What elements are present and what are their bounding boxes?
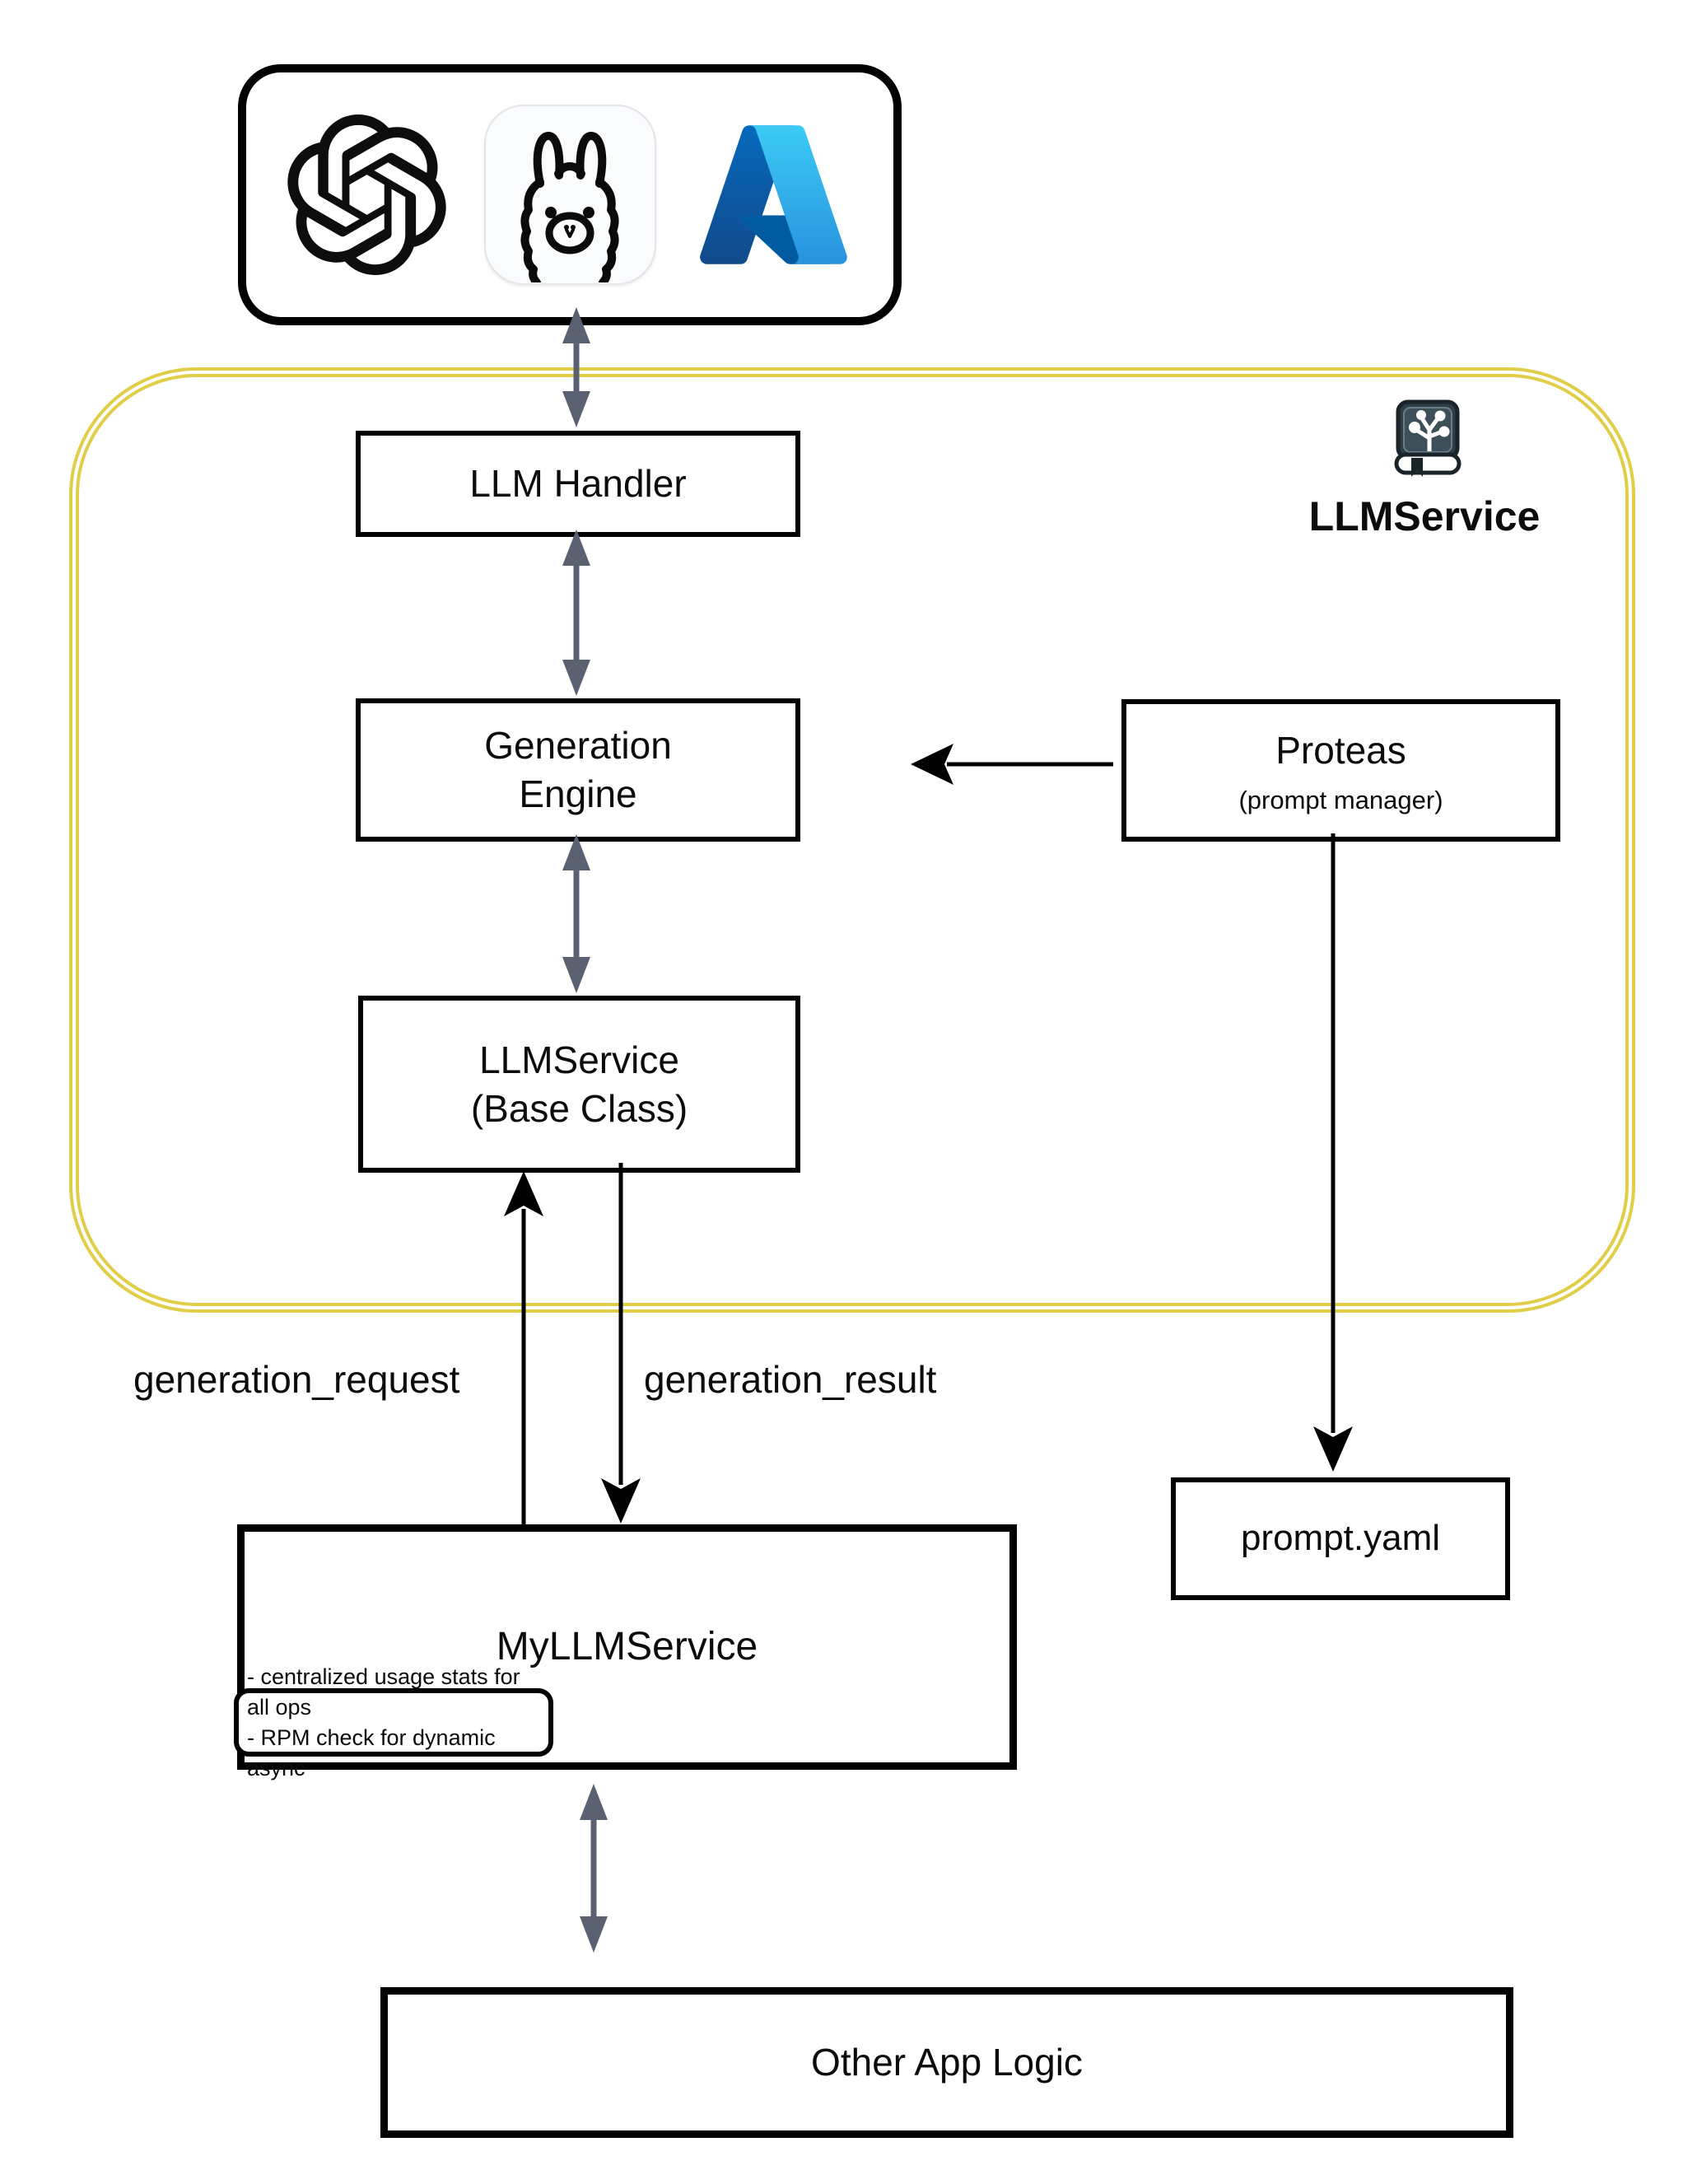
- prompt-yaml-box: prompt.yaml: [1171, 1477, 1510, 1600]
- llmservice-group-label: LLMService: [1308, 493, 1541, 539]
- ollama-logo-icon: [483, 105, 656, 285]
- generation-engine-label-line2: Engine: [519, 772, 637, 815]
- prompt-yaml-label: prompt.yaml: [1240, 1518, 1441, 1559]
- generation-engine-label-line1: Generation: [484, 724, 672, 768]
- llm-handler-box: LLM Handler: [356, 431, 800, 537]
- generation-request-label: generation_request: [133, 1358, 460, 1401]
- generation-result-label: generation_result: [644, 1358, 937, 1401]
- azure-logo-icon: [699, 125, 847, 264]
- llm-providers-box: [238, 64, 902, 325]
- myllmservice-note: - centralized usage stats for all ops - …: [234, 1664, 553, 1780]
- myllmservice-note-line1: - centralized usage stats for all ops: [247, 1664, 520, 1720]
- other-app-logic-box: Other App Logic: [380, 1987, 1513, 2138]
- llm-handler-label: LLM Handler: [469, 462, 687, 506]
- openai-logo-icon: [287, 114, 446, 275]
- llmservice-base-label-line2: (Base Class): [470, 1086, 688, 1130]
- other-app-logic-label: Other App Logic: [811, 2041, 1083, 2084]
- proteas-box: Proteas (prompt manager): [1121, 699, 1560, 842]
- llmservice-base-box: LLMService (Base Class): [358, 996, 800, 1173]
- arrow-myllmservice-other-app-logic: [580, 1784, 608, 1953]
- proteas-subtitle: (prompt manager): [1238, 785, 1443, 814]
- generation-engine-box: Generation Engine: [356, 698, 800, 842]
- myllmservice-title: MyLLMService: [496, 1625, 758, 1669]
- llmservice-group-frame: [69, 367, 1635, 1313]
- proteas-title: Proteas: [1275, 729, 1406, 772]
- myllmservice-note-line2: - RPM check for dynamic async: [247, 1724, 496, 1780]
- book-branch-icon: [1394, 399, 1462, 477]
- llmservice-base-label-line1: LLMService: [479, 1038, 679, 1081]
